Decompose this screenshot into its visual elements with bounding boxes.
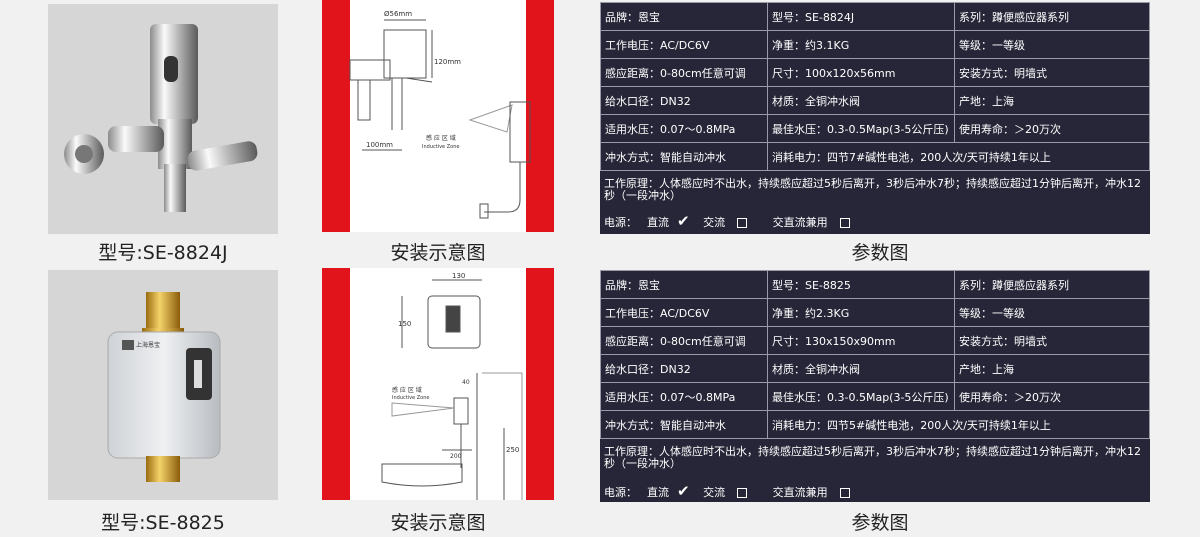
red-border-right [526, 0, 554, 232]
power-both-label: 交直流兼用 [772, 216, 828, 229]
spec-cell: 给水口径：DN32 [600, 86, 768, 115]
sensor-box-image: 上海恩宝 [107, 292, 221, 482]
zone-label-en: Inductive Zone [392, 395, 429, 401]
spec-cell: 尺寸：100x120x56mm [767, 58, 955, 87]
spec-cell: 品牌：恩宝 [600, 270, 768, 299]
spec-cell: 材质：全铜冲水阀 [767, 354, 955, 383]
product-photo-se8824j [48, 4, 278, 234]
spec-cell: 等级：一等级 [954, 298, 1150, 327]
table-row: 冲水方式：智能自动冲水消耗电力：四节7#碱性电池，200人次/天可持续1年以上 [600, 142, 1150, 171]
zone-label: 感 应 区 域 [426, 134, 456, 142]
power-options: 电源： 直流 ✔ 交流 交直流兼用 [604, 212, 860, 230]
dim-label: 250 [506, 446, 519, 454]
spec-cell: 工作电压：AC/DC6V [600, 30, 768, 59]
spec-cell: 安装方式：明墙式 [954, 326, 1150, 355]
spec-cell: 尺寸：130x150x90mm [767, 326, 955, 355]
spec-cell: 最佳水压：0.3-0.5Map(3-5公斤压) [767, 114, 955, 143]
spec-cell: 型号：SE-8825 [767, 270, 955, 299]
flush-valve-image [64, 24, 258, 212]
dim-label: 200 [450, 453, 462, 460]
working-principle: 工作原理：人体感应时不出水，持续感应超过5秒后离开，3秒后冲水7秒；持续感应超过… [604, 177, 1141, 202]
spec-cell: 感应距离：0-80cm任意可调 [600, 326, 768, 355]
spec-cell: 感应距离：0-80cm任意可调 [600, 58, 768, 87]
power-label: 电源： [604, 216, 637, 229]
spec-cell: 消耗电力：四节5#碱性电池，200人次/天可持续1年以上 [767, 410, 1150, 439]
power-ac-label: 交流 [703, 216, 726, 229]
spec-cell: 适用水压：0.07～0.8MPa [600, 114, 768, 143]
spec-cell: 系列：蹲便感应器系列 [954, 2, 1150, 31]
dim-label: 40 [462, 379, 470, 386]
spec-cell: 冲水方式：智能自动冲水 [600, 142, 768, 171]
spec-cell: 型号：SE-8824J [767, 2, 955, 31]
spec-cell: 使用寿命：＞20万次 [954, 114, 1150, 143]
dim-label: 150 [398, 320, 411, 328]
red-border-left [322, 268, 350, 500]
spec-caption: 参数图 [851, 242, 909, 264]
working-principle: 工作原理：人体感应时不出水，持续感应超过5秒后离开，3秒后冲水7秒；持续感应超过… [604, 445, 1141, 470]
power-label: 电源： [604, 486, 637, 499]
spec-cell: 消耗电力：四节7#碱性电池，200人次/天可持续1年以上 [767, 142, 1150, 171]
checkbox-both[interactable] [839, 488, 850, 498]
checkbox-ac[interactable] [737, 218, 748, 228]
installation-diagram-se8825: 130 150 250 200 40 感 应 区 域 Inductive Zon… [322, 268, 554, 500]
spec-cell: 给水口径：DN32 [600, 354, 768, 383]
dim-label: 100mm [366, 141, 393, 149]
checkbox-ac[interactable] [737, 488, 748, 498]
checkmark-icon: ✔ [677, 212, 690, 230]
zone-label-en: Inductive Zone [422, 144, 459, 150]
spec-cell: 品牌：恩宝 [600, 2, 768, 31]
spec-cell: 安装方式：明墙式 [954, 58, 1150, 87]
spec-caption: 参数图 [851, 512, 909, 534]
red-border-left [322, 0, 350, 232]
spec-cell: 系列：蹲便感应器系列 [954, 270, 1150, 299]
spec-cell: 适用水压：0.07～0.8MPa [600, 382, 768, 411]
spec-cell: 使用寿命：＞20万次 [954, 382, 1150, 411]
table-row: 冲水方式：智能自动冲水消耗电力：四节5#碱性电池，200人次/天可持续1年以上 [600, 410, 1150, 439]
spec-cell: 净重：约2.3KG [767, 298, 955, 327]
spec-cell: 等级：一等级 [954, 30, 1150, 59]
spec-cell: 产地：上海 [954, 86, 1150, 115]
checkmark-icon: ✔ [677, 482, 690, 500]
spec-cell: 最佳水压：0.3-0.5Map(3-5公斤压) [767, 382, 955, 411]
power-dc-label: 直流 [647, 486, 669, 499]
installation-diagram-se8824j: Ø56mm 120mm 100mm 感 应 区 域 Inductive Zone [322, 0, 554, 232]
dim-label: 120mm [434, 58, 461, 66]
checkbox-both[interactable] [839, 218, 850, 228]
product-photo-se8825: 上海恩宝 [48, 270, 278, 500]
red-border-right [526, 268, 554, 500]
diagram-drawing: Ø56mm 120mm 100mm 感 应 区 域 Inductive Zone [349, 10, 531, 219]
model-caption: 型号:SE-8825 [101, 512, 225, 534]
model-caption: 型号:SE-8824J [98, 242, 228, 264]
spec-cell: 产地：上海 [954, 354, 1150, 383]
power-dc-label: 直流 [647, 216, 669, 229]
spec-cell: 材质：全铜冲水阀 [767, 86, 955, 115]
logo-text: 上海恩宝 [136, 341, 160, 349]
zone-label: 感 应 区 域 [392, 386, 422, 394]
dim-label: Ø56mm [384, 10, 412, 18]
diagram-caption: 安装示意图 [390, 512, 486, 534]
spec-cell: 净重：约3.1KG [767, 30, 955, 59]
spec-cell: 冲水方式：智能自动冲水 [600, 410, 768, 439]
power-options: 电源： 直流 ✔ 交流 交直流兼用 [604, 482, 860, 500]
power-both-label: 交直流兼用 [772, 486, 828, 499]
power-ac-label: 交流 [703, 486, 726, 499]
spec-cell: 工作电压：AC/DC6V [600, 298, 768, 327]
diagram-caption: 安装示意图 [390, 242, 486, 264]
dim-label: 130 [452, 272, 465, 280]
diagram-drawing: 130 150 250 200 40 感 应 区 域 Inductive Zon… [381, 272, 523, 500]
